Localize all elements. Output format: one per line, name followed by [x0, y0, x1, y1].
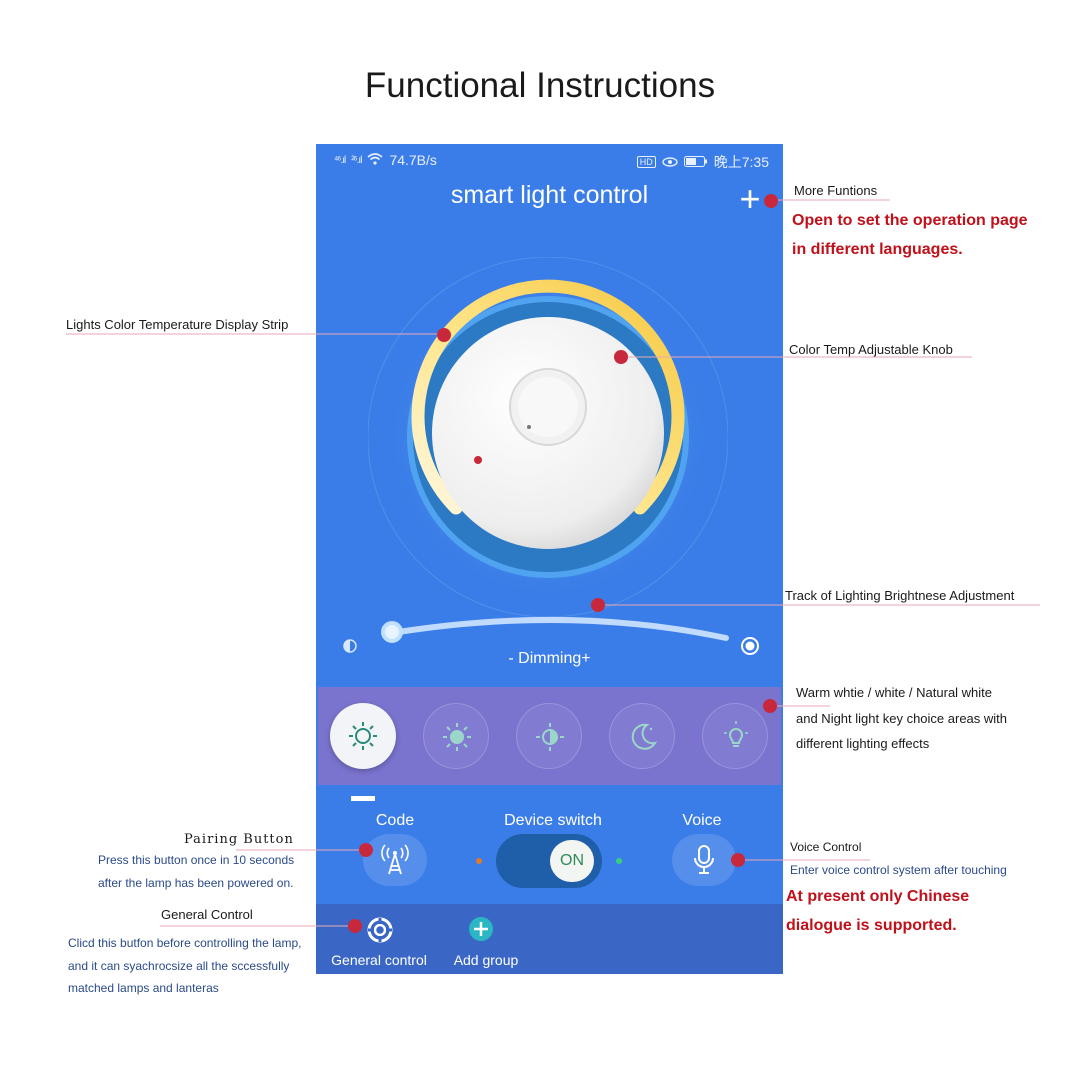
voice-control-title: Voice Control: [790, 840, 862, 854]
voice-control-button[interactable]: [672, 834, 736, 886]
bottom-tab-bar: General control Add group: [316, 904, 783, 974]
color-strip-title: Lights Color Temperature Display Strip: [66, 317, 289, 332]
warm-white-mode-button[interactable]: [330, 703, 396, 769]
switch-state-label: ON: [550, 840, 594, 882]
night-light-mode-button[interactable]: [609, 703, 675, 769]
add-group-label: Add group: [453, 952, 519, 968]
voice-note-1: At present only Chinese: [786, 888, 970, 905]
pairing-desc-2: after the lamp has been powered on.: [98, 876, 294, 890]
voice-note-2: dialogue is supported.: [786, 917, 957, 934]
voice-marker: [731, 853, 745, 867]
color-knob-title: Color Temp Adjustable Knob: [789, 342, 953, 357]
general-control-desc-1: Clicd this butfon before controlling the…: [68, 936, 302, 950]
phone-screen: ⁴⁶.ıl ²⁶.ıl 74.7B/s HD 晚上7:35 smart ligh…: [316, 144, 783, 974]
general-control-tab[interactable]: General control: [326, 904, 432, 974]
clock: 晚上7:35: [713, 154, 769, 170]
code-label: Code: [375, 812, 415, 829]
antenna-icon: [381, 844, 409, 875]
pairing-desc-1: Press this button once in 10 seconds: [98, 853, 295, 867]
color-knob-marker: [614, 350, 628, 364]
modes-marker: [763, 699, 777, 713]
color-strip-marker: [437, 328, 451, 342]
signal-2-icon: ²⁶.ıl: [351, 154, 362, 166]
night-light-icon: [631, 723, 658, 750]
bulb-mode-button[interactable]: [702, 703, 768, 769]
general-control-marker: [348, 919, 362, 933]
modes-desc-1: Warm whtie / white / Natural white: [796, 685, 993, 700]
add-group-tab[interactable]: Add group: [446, 904, 526, 974]
white-icon: [443, 723, 471, 751]
device-switch-label: Device switch: [504, 812, 602, 829]
add-circle-icon: [469, 917, 493, 941]
network-speed: 74.7B/s: [389, 152, 437, 168]
modes-desc-3: different lighting effects: [796, 736, 930, 751]
dimming-label: - Dimming+: [508, 650, 591, 667]
on-indicator-led: [616, 858, 622, 864]
mode-page-indicator: [351, 796, 375, 801]
color-temperature-dial: [367, 256, 729, 618]
more-functions-desc-1: Open to set the operation page: [792, 212, 1028, 229]
warm-white-icon: [349, 722, 377, 750]
microphone-icon: [694, 845, 714, 874]
device-switch-toggle[interactable]: ON: [496, 834, 602, 888]
eye-icon: [662, 154, 678, 170]
battery-icon: [683, 154, 708, 170]
brightness-track-marker: [591, 598, 605, 612]
bulb-icon: [724, 721, 748, 747]
general-control-label: General control: [331, 952, 427, 968]
voice-control-desc: Enter voice control system after touchin…: [790, 863, 1007, 877]
brightness-slider-handle[interactable]: [381, 621, 403, 643]
voice-label: Voice: [682, 812, 722, 829]
brightness-track[interactable]: [316, 584, 783, 684]
more-functions-title: More Funtions: [794, 183, 878, 198]
status-bar: ⁴⁶.ıl ²⁶.ıl 74.7B/s HD 晚上7:35: [316, 144, 783, 176]
general-control-title: General Control: [161, 907, 253, 922]
white-mode-button[interactable]: [423, 703, 489, 769]
knob-pointer-marker: [474, 456, 482, 464]
pairing-title: Pairing Button: [184, 832, 294, 847]
pairing-marker: [359, 843, 373, 857]
wifi-icon: [367, 152, 383, 168]
natural-white-icon: [536, 723, 564, 751]
signal-1-icon: ⁴⁶.ıl: [334, 154, 346, 166]
more-functions-desc-2: in different languages.: [792, 241, 963, 258]
lighting-mode-strip: [318, 687, 781, 785]
more-functions-button[interactable]: +: [739, 178, 761, 219]
general-control-desc-3: matched lamps and lanteras: [68, 981, 219, 995]
color-temperature-strip: [411, 279, 685, 515]
app-title: smart light control: [450, 181, 649, 209]
hd-badge: HD: [636, 156, 656, 168]
lifebuoy-icon: [367, 917, 393, 943]
general-control-desc-2: and it can syachrocsize all the sccessfu…: [68, 959, 290, 973]
modes-desc-2: and Night light key choice areas with: [796, 711, 1008, 726]
pairing-button[interactable]: [363, 834, 427, 886]
off-indicator-led: [476, 858, 482, 864]
page-title: Functional Instructions: [364, 66, 716, 105]
brightness-track-title: Track of Lighting Brightnese Adjustment: [785, 588, 1015, 603]
natural-white-mode-button[interactable]: [516, 703, 582, 769]
more-functions-marker: [764, 194, 778, 208]
